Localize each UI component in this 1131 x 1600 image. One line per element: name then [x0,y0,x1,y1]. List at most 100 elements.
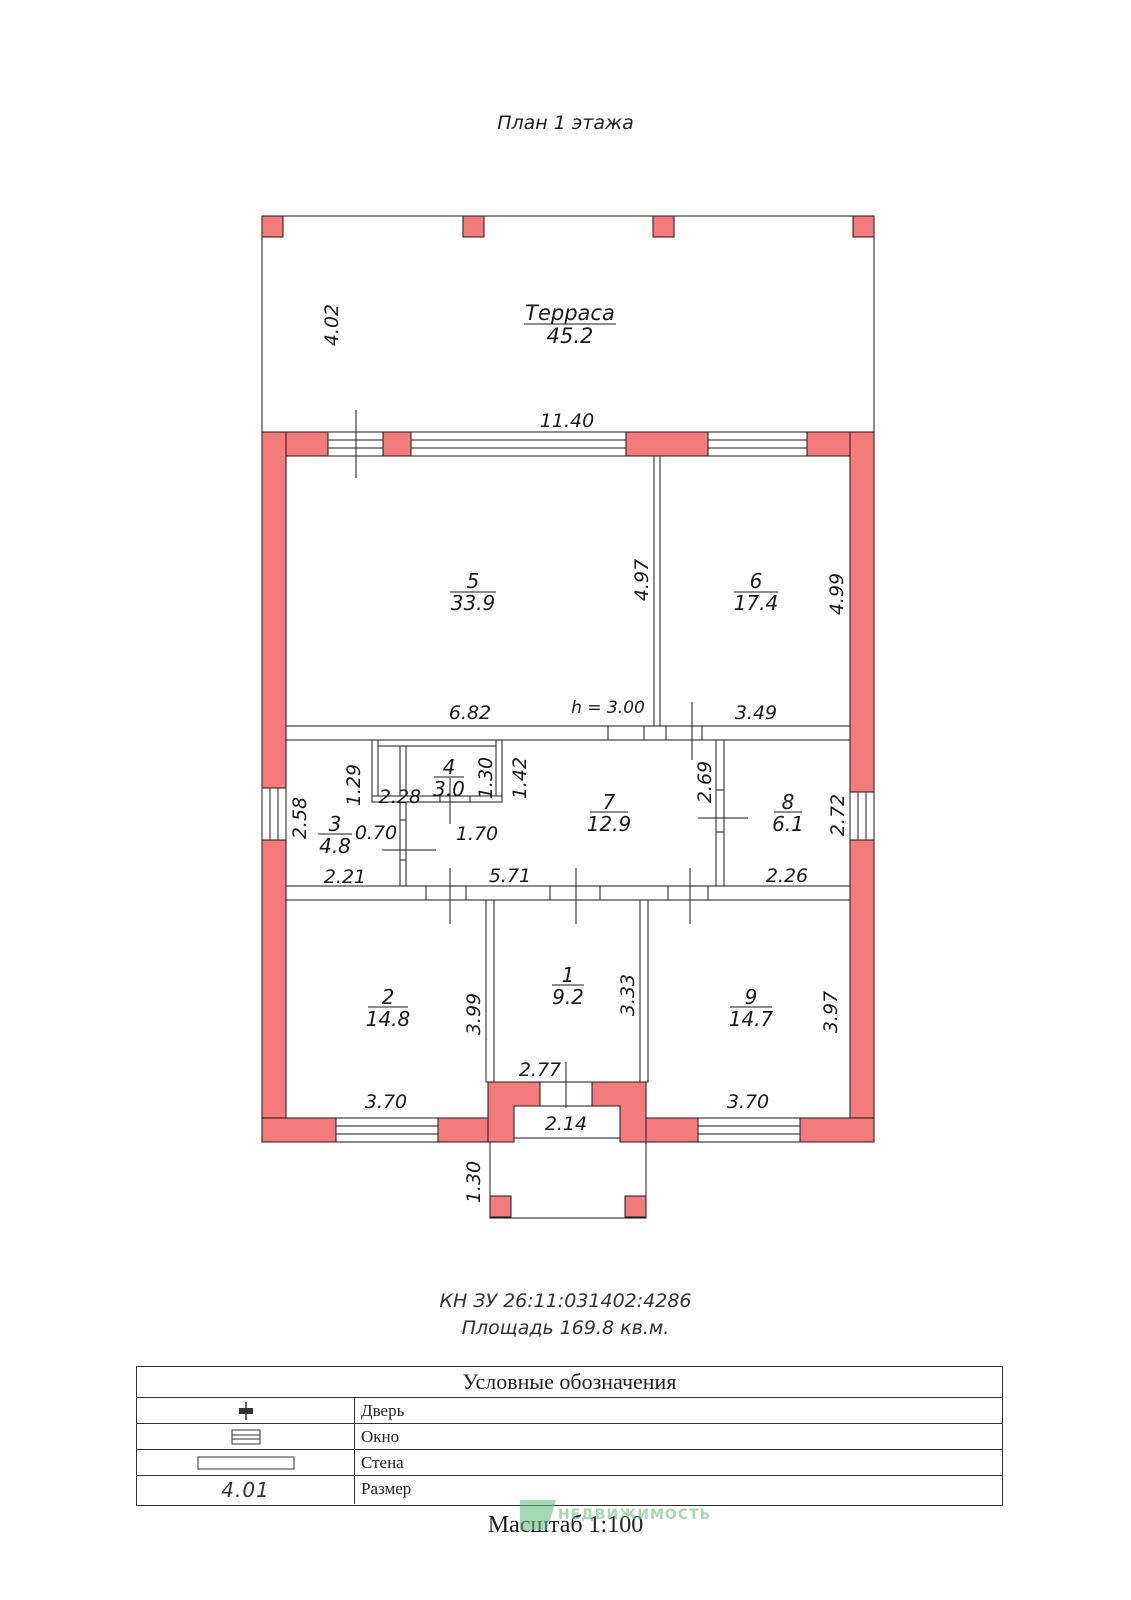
interior-wall [371,739,379,797]
door-gap [425,885,467,901]
window-symbol [707,431,808,457]
dimension-label: 2.14 [545,1113,587,1135]
room-area: 17.4 [734,591,779,615]
wall-segment [591,1081,647,1143]
dimension-label: 0.70 [355,822,397,844]
terrace-post [462,215,485,238]
terrace-area: 45.2 [547,324,594,348]
dimension-label: 4.99 [826,573,848,615]
dimension-label: 2.69 [694,761,716,803]
window-symbol [697,1117,801,1143]
porch-post [624,1195,647,1218]
room-area: 3.0 [433,777,465,801]
interior-wall [285,725,851,741]
room-number: 9 [745,985,758,1009]
legend-table: Условные обозначения Дверь Окно Стена 4.… [136,1366,1003,1506]
dimension-label: 1.30 [463,1161,485,1203]
door-gap [607,725,645,741]
wall-segment [849,431,875,793]
room-area: 14.7 [729,1007,774,1031]
door-gap [399,819,407,861]
window-symbol [335,1117,439,1143]
dimension-label: 2.21 [324,866,366,888]
room-number: 2 [382,985,395,1009]
dimension-label: 11.40 [540,410,594,432]
dimension-label: 5.71 [489,865,531,887]
wall-segment [261,431,287,789]
porch-post [489,1195,512,1218]
terrace-post [261,215,284,238]
plan-info: КН ЗУ 26:11:031402:4286 Площадь 169.8 кв… [0,1288,1131,1342]
wall-segment [382,431,412,457]
cadastral-number: КН ЗУ 26:11:031402:4286 [439,1290,692,1312]
dimension-label: 2.77 [519,1059,561,1081]
watermark-text: НЕДВИЖИМОСТЬ [558,1507,712,1523]
dimension-label: 2.72 [827,794,849,836]
legend-label: Размер [361,1479,412,1498]
wall-segment [261,839,287,1143]
watermark-logo-icon [520,1500,556,1530]
window-symbol [410,431,627,457]
dimension-label: 4.02 [321,304,343,346]
interior-wall [485,899,495,1083]
wall-segment [849,839,875,1143]
wall-segment [261,1117,337,1143]
wall-symbol [197,1456,294,1469]
dimension-label: 2.26 [766,865,808,887]
floor-plan: Терраса 45.2 5 33.9 6 17.4 4 3.0 7 12.9 … [261,215,875,1219]
wall-segment [799,1117,875,1143]
wall-segment [487,1081,541,1143]
ceiling-height: h = 3.00 [571,698,645,718]
door-gap [715,789,725,833]
scale-label: Масштаб 1:100 [487,1512,644,1538]
porch-outline [489,1137,647,1219]
room-area: 4.8 [319,834,351,858]
door-gap [549,885,601,901]
room-area: 33.9 [451,591,496,615]
door-gap [665,725,703,741]
terrace-post [652,215,675,238]
dimension-label: 2.58 [289,797,311,839]
door-symbol [238,1401,253,1420]
room-area: 12.9 [587,812,632,836]
dimension-label: 3.99 [463,993,485,1035]
room-number: 3 [329,812,342,836]
door-gap [667,885,709,901]
interior-wall [639,899,649,1083]
room-number: 5 [467,569,480,593]
room-number: 7 [603,790,616,814]
legend-label: Дверь [361,1401,405,1420]
terrace-name: Терраса [525,301,615,325]
interior-wall [371,739,503,747]
room-number: 6 [750,569,763,593]
window-symbol [261,787,287,841]
room-area: 14.8 [366,1007,411,1031]
dimension-label: 3.97 [820,991,842,1033]
dimension-label: 3.70 [727,1091,769,1113]
interior-wall [371,795,503,803]
dimension-label: 6.82 [449,702,491,724]
dimension-symbol: 4.01 [221,1478,270,1502]
room-number: 4 [443,755,456,779]
interior-wall [653,455,661,727]
window-symbol [849,791,875,841]
dimension-label: 1.70 [456,823,498,845]
interior-wall [399,739,407,887]
watermark: НЕДВИЖИМОСТЬ [520,1500,711,1530]
room-area: 6.1 [772,812,804,836]
dimension-label: 3.70 [365,1091,407,1113]
dimension-label: 2.28 [379,786,421,808]
dimension-label: 4.97 [631,559,653,601]
dimension-label: 3.49 [735,702,777,724]
total-area: Площадь 169.8 кв.м. [461,1317,670,1339]
dimension-label: 1.29 [343,764,365,806]
legend-row-wall: Стена [137,1450,1002,1476]
dimension-label: 1.42 [509,757,531,799]
wall-segment [625,431,709,457]
legend-row-door: Дверь [137,1398,1002,1424]
room-number: 8 [782,790,795,814]
page-title: План 1 этажа [497,112,634,134]
door-gap [439,795,471,803]
legend-row-dimension: 4.01 Размер [137,1476,1002,1504]
legend-title: Условные обозначения [137,1367,1002,1398]
